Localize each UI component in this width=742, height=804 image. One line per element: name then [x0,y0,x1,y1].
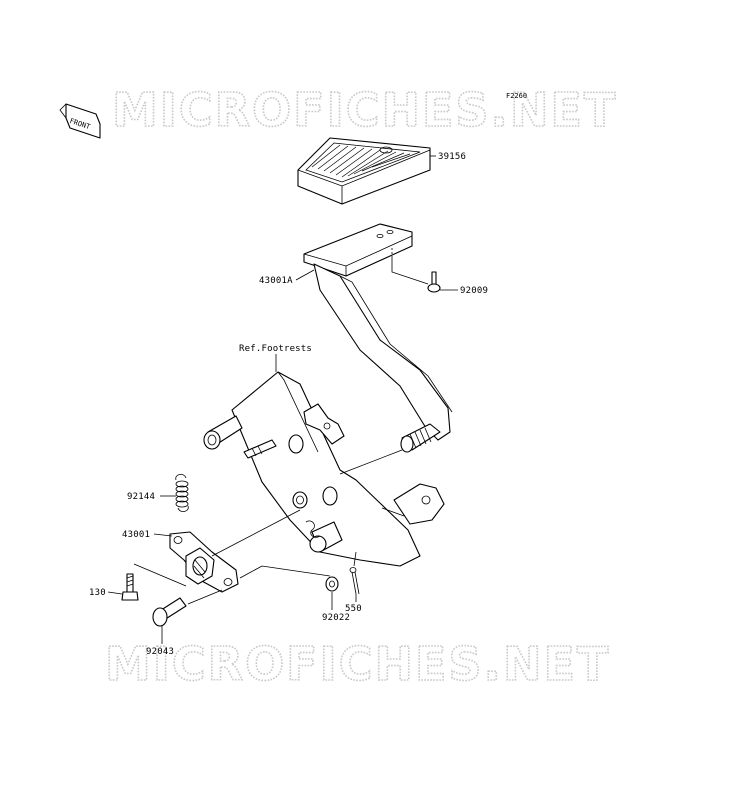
bolt-130 [121,563,187,601]
ref-code: F2260 [506,92,527,100]
part-label-92022: 92022 [322,613,350,623]
watermark-top: MICROFICHES.NET [112,83,617,137]
front-arrow-icon: FRONT [59,103,101,139]
pin-92043 [152,589,223,627]
watermark-bottom: MICROFICHES.NET [105,637,610,691]
part-label-92009: 92009 [460,286,488,296]
cotter-pin-550 [349,551,360,595]
brake-pedal-arm [303,223,453,453]
part-label-43001: 43001 [122,530,150,540]
part-label-92043: 92043 [146,647,174,657]
reference-note: Ref.Footrests [239,344,312,354]
pedal-pad [297,137,431,205]
lever-43001 [169,509,301,593]
washer-92022 [239,565,339,592]
footrest-bracket [203,371,445,567]
part-label-550: 550 [345,604,362,614]
spring-92144 [175,474,189,512]
part-label-43001a: 43001A [259,276,293,286]
bolt-92009 [391,248,441,293]
part-label-39156: 39156 [438,152,466,162]
part-label-130: 130 [89,588,106,598]
part-label-92144: 92144 [127,492,155,502]
